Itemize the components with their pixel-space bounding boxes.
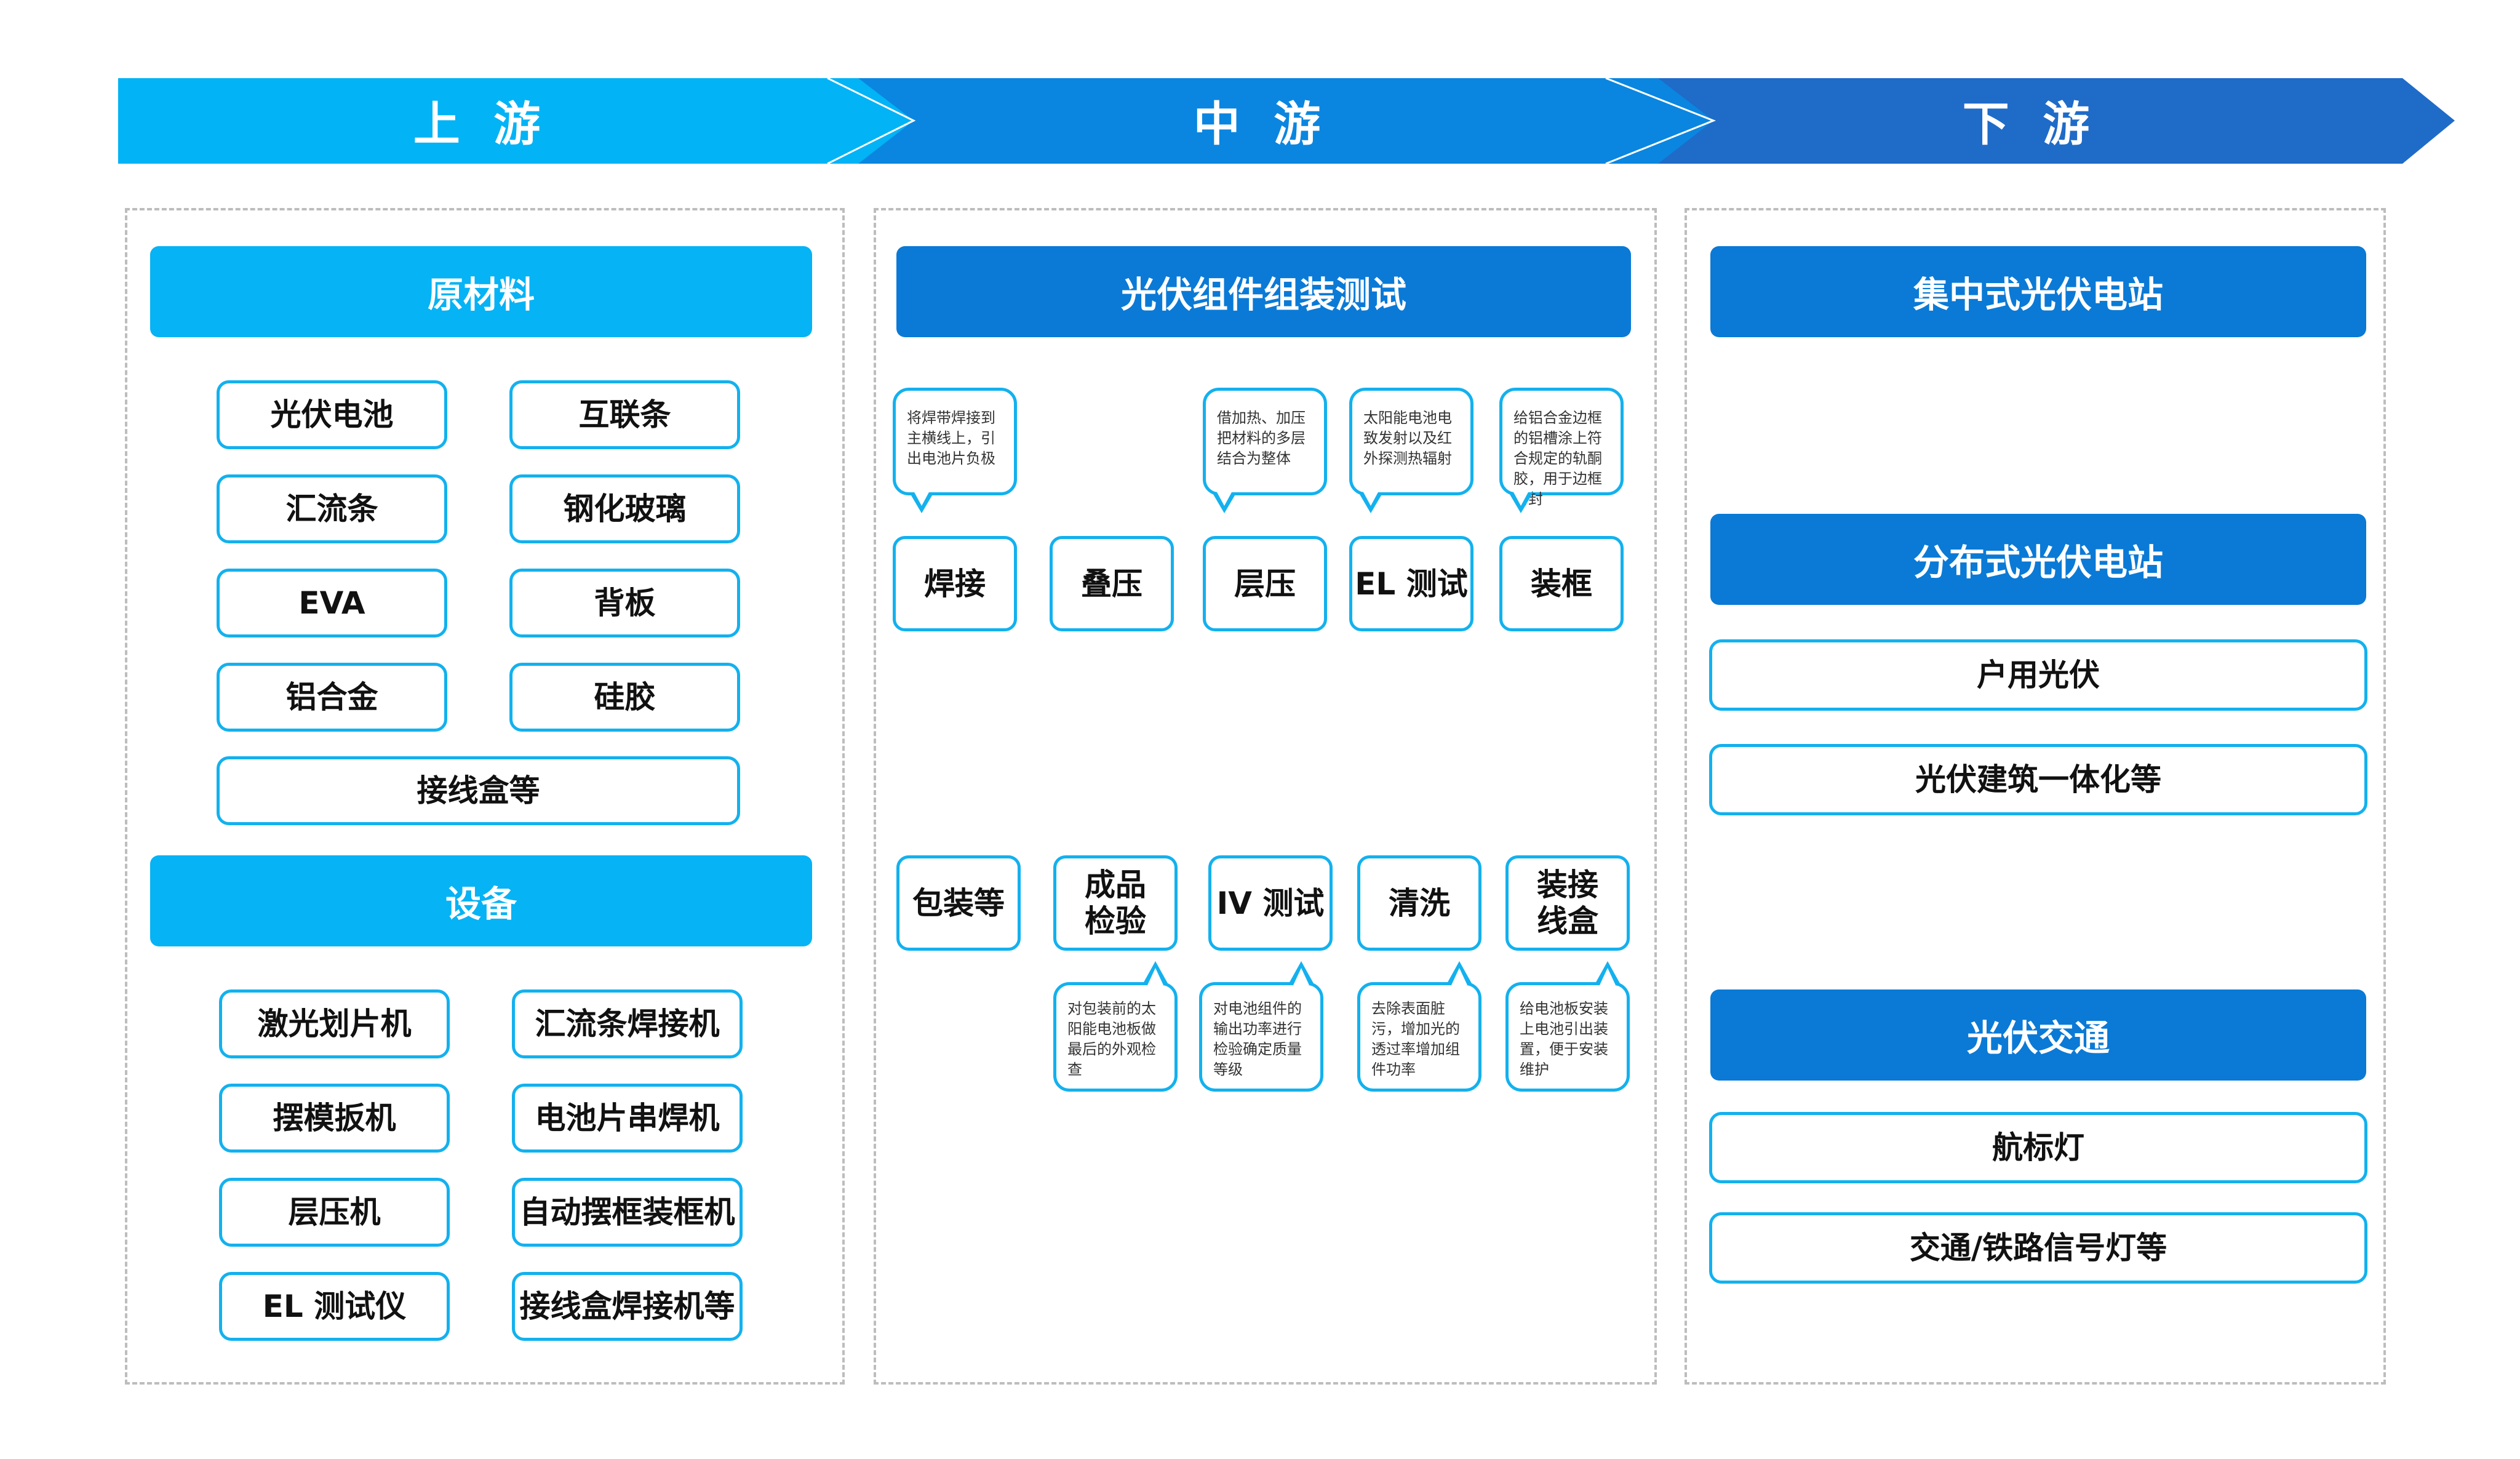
material-item: 光伏电池: [217, 380, 447, 449]
transport-item: 航标灯: [1709, 1112, 2367, 1183]
upstream-chevron: [118, 78, 914, 164]
note-welding: 将焊带焊接到主横线上，引出电池片负极: [893, 388, 1017, 495]
centralized-header: 集中式光伏电站: [1710, 246, 2366, 337]
note-tail: [914, 491, 930, 506]
note-tail: [1513, 491, 1529, 506]
distributed-item: 户用光伏: [1709, 639, 2367, 711]
material-item: 汇流条: [217, 474, 447, 543]
step-final-inspection: 成品 检验: [1053, 855, 1178, 951]
stage-label-upstream: 上 游: [413, 97, 549, 151]
step-el-test: EL 测试: [1349, 536, 1473, 631]
distributed-header: 分布式光伏电站: [1710, 514, 2366, 605]
note-tail: [1600, 968, 1616, 985]
note-tail: [1216, 491, 1232, 506]
distributed-item: 光伏建筑一体化等: [1709, 744, 2367, 815]
equipment-item: 自动摆框装框机: [512, 1178, 743, 1247]
assembly-header: 光伏组件组装测试: [896, 246, 1631, 337]
note-framing: 给铝合金边框的铝槽涂上符合规定的轨酮胶，用于边框密封: [1499, 388, 1624, 508]
material-item: 钢化玻璃: [509, 474, 740, 543]
note-final-inspection: 对包装前的太阳能电池板做最后的外观检查: [1053, 982, 1178, 1092]
note-el-test: 太阳能电池电致发射以及红外探测热辐射: [1349, 388, 1473, 495]
midstream-chevron: [827, 78, 1713, 164]
material-item: 接线盒等: [217, 756, 740, 825]
midstream-panel: [874, 208, 1657, 1385]
note-tail: [1293, 968, 1309, 985]
transport-item: 交通/铁路信号灯等: [1709, 1212, 2367, 1284]
note-tail: [1147, 968, 1163, 985]
equipment-item: EL 测试仪: [219, 1272, 450, 1341]
step-iv-test: IV 测试: [1208, 855, 1333, 951]
step-lamination: 层压: [1203, 536, 1327, 631]
downstream-chevron: [1606, 78, 2455, 164]
note-junction-box: 给电池板安装上电池引出装置，便于安装维护: [1505, 982, 1630, 1092]
stage-label-midstream: 中 游: [1193, 97, 1330, 151]
downstream-panel: [1685, 208, 2386, 1385]
note-iv-test: 对电池组件的输出功率进行检验确定质量等级: [1199, 982, 1323, 1092]
material-item: 硅胶: [509, 663, 740, 732]
equipment-item: 层压机: [219, 1178, 450, 1247]
note-cleaning: 去除表面脏污，增加光的透过率增加组件功率: [1357, 982, 1481, 1092]
equipment-item: 激光划片机: [219, 989, 450, 1058]
note-tail: [1363, 491, 1379, 506]
step-packaging: 包装等: [896, 855, 1021, 951]
equipment-item: 电池片串焊机: [512, 1084, 743, 1153]
stage-label-downstream: 下 游: [1962, 97, 2099, 151]
equipment-item: 接线盒焊接机等: [512, 1272, 743, 1341]
material-item: EVA: [217, 569, 447, 638]
note-tail: [1451, 968, 1467, 985]
material-item: 互联条: [509, 380, 740, 449]
equipment-item: 摆模扳机: [219, 1084, 450, 1153]
stage-banner: [118, 77, 2455, 165]
chevron-divider-1: [827, 77, 916, 165]
equipment-item: 汇流条焊接机: [512, 989, 743, 1058]
chevron-divider-2: [1605, 77, 1717, 165]
note-lamination: 借加热、加压把材料的多层结合为整体: [1203, 388, 1327, 495]
transport-header: 光伏交通: [1710, 989, 2366, 1081]
step-junction-box: 装接 线盒: [1505, 855, 1630, 951]
step-cleaning: 清洗: [1357, 855, 1481, 951]
materials-header: 原材料: [150, 246, 812, 337]
step-stacking: 叠压: [1050, 536, 1174, 631]
material-item: 背板: [509, 569, 740, 638]
equipment-header: 设备: [150, 855, 812, 946]
step-welding: 焊接: [893, 536, 1017, 631]
upstream-panel: [125, 208, 845, 1385]
step-framing: 装框: [1499, 536, 1624, 631]
material-item: 铝合金: [217, 663, 447, 732]
